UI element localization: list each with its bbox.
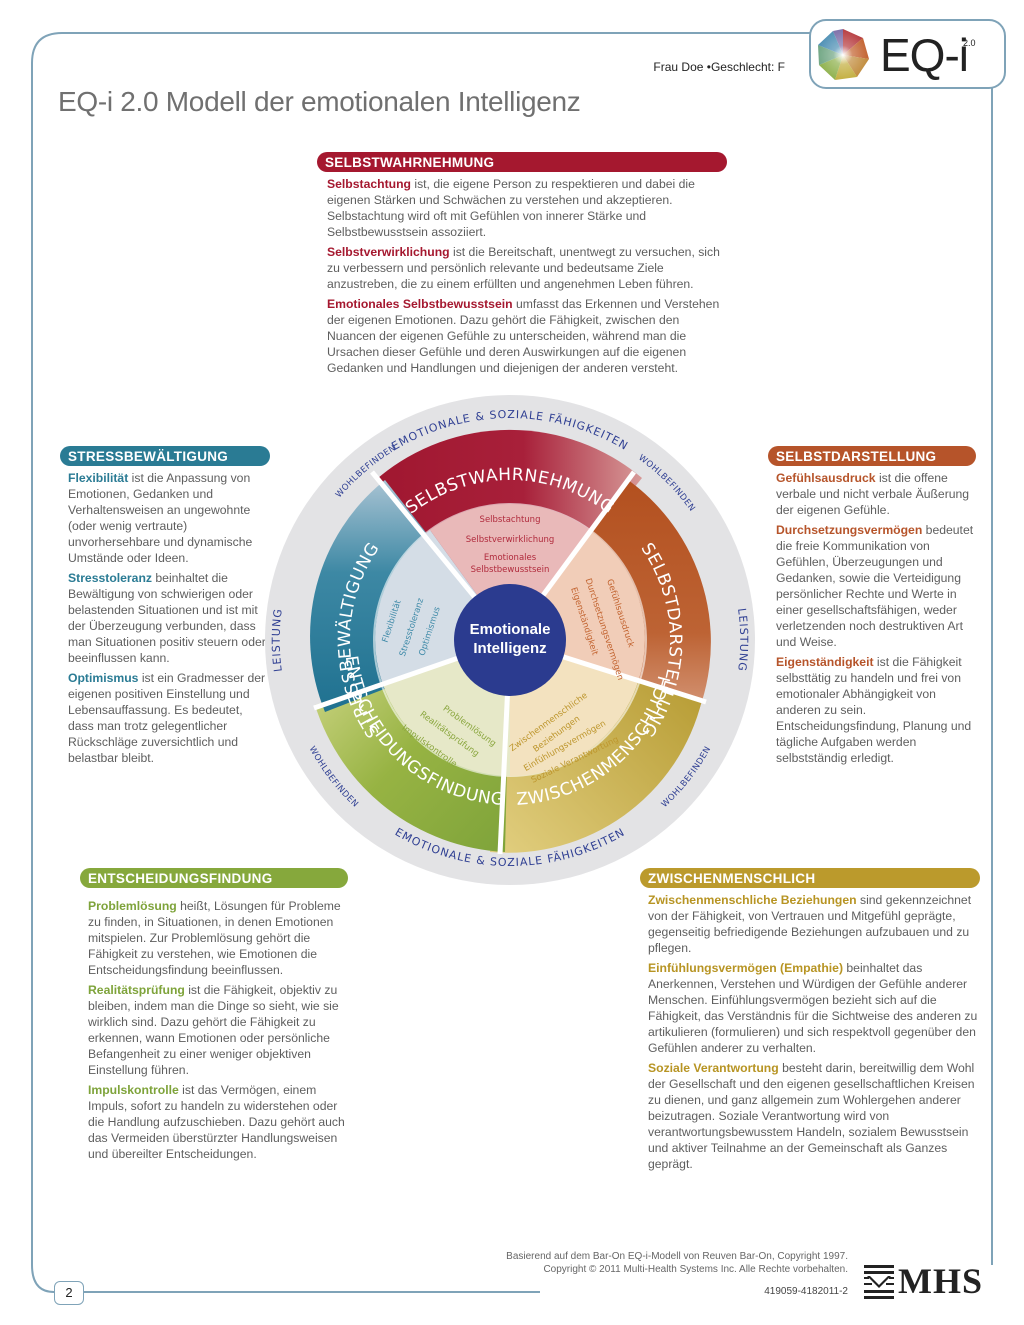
eqi-logo-text: EQ-i	[880, 29, 969, 81]
definition-durchsetzungsvermoegen: Durchsetzungsvermögen bedeutet die freie…	[776, 523, 974, 649]
definition-problemloesung: Problemlösung heißt, Lösungen für Proble…	[88, 899, 341, 977]
mhs-logo: MHS	[864, 1261, 1004, 1301]
definition-selbstachtung: Selbstachtung ist, die eigene Person zu …	[327, 177, 695, 239]
svg-text:LEISTUNG: LEISTUNG	[270, 607, 285, 672]
copyright-notice: Basierend auf dem Bar-On EQ-i-Modell von…	[506, 1251, 848, 1275]
section-selbstwahrnehmung: SELBSTWAHRNEHMUNG Selbstachtung ist, die…	[317, 152, 727, 380]
subscale-selbstverwirklichung: Selbstverwirklichung	[466, 535, 555, 545]
center-label-line2: Intelligenz	[473, 640, 546, 657]
section-zwischenmenschlich: ZWISCHENMENSCHLICH Zwischenmenschliche B…	[640, 868, 980, 1176]
section-header: ENTSCHEIDUNGSFINDUNG	[80, 868, 348, 888]
section-entscheidungsfindung: ENTSCHEIDUNGSFINDUNG Problemlösung heißt…	[80, 868, 348, 1166]
respondent-info: Frau Doe •Geschlecht: F	[653, 60, 785, 74]
document-code: 419059-4182011-2	[764, 1286, 848, 1297]
section-header: SELBSTWAHRNEHMUNG	[317, 152, 727, 172]
inner-wedge-selbstwahrnehmung	[430, 503, 590, 640]
center-circle	[454, 584, 566, 696]
eq-model-wheel: Emotionale Intelligenz SELBSTWAHRNEHMUNG…	[265, 395, 755, 885]
definition-selbstverwirklichung: Selbstverwirklichung ist die Bereitschaf…	[327, 245, 720, 291]
svg-text:LEISTUNG: LEISTUNG	[735, 607, 750, 672]
definition-einfuehlungsvermoegen: Einfühlungsvermögen (Empathie) beinhalte…	[648, 961, 978, 1055]
section-header: SELBSTDARSTELLUNG	[768, 446, 976, 466]
definition-zwischenmenschliche-beziehungen: Zwischenmenschliche Beziehungen sind gek…	[648, 893, 972, 955]
definition-flexibilitaet: Flexibilität ist die Anpassung von Emoti…	[68, 471, 253, 565]
eqi-logo-icon	[816, 28, 870, 82]
section-stressbewaeltigung: STRESSBEWÄLTIGUNG Flexibilität ist die A…	[60, 446, 270, 770]
definition-eigenstaendigkeit: Eigenständigkeit ist die Fähigkeit selbs…	[776, 655, 972, 765]
mhs-logo-text: MHS	[898, 1261, 984, 1301]
page-title: EQ-i 2.0 Modell der emotionalen Intellig…	[58, 86, 581, 117]
definition-emotionales-selbstbewusstsein: Emotionales Selbstbewusstsein umfasst da…	[327, 297, 720, 375]
definition-gefuehlsausdruck: Gefühlsausdruck ist die offene verbale u…	[776, 471, 970, 517]
definition-impulskontrolle: Impulskontrolle ist das Vermögen, einem …	[88, 1083, 345, 1161]
definition-optimismus: Optimismus ist ein Gradmesser der eigene…	[68, 671, 266, 765]
subscale-emotionales: Emotionales	[484, 553, 537, 563]
page-number: 2	[54, 1281, 84, 1305]
definition-soziale-verantwortung: Soziale Verantwortung besteht darin, ber…	[648, 1061, 975, 1171]
subscale-selbstachtung: Selbstachtung	[480, 515, 541, 525]
section-header: STRESSBEWÄLTIGUNG	[60, 446, 270, 466]
subscale-selbstbewusstsein: Selbstbewusstsein	[471, 565, 550, 575]
definition-stresstoleranz: Stresstoleranz beinhaltet die Bewältigun…	[68, 571, 266, 665]
eqi-logo-version: 2.0	[963, 38, 976, 48]
mhs-emblem-icon	[864, 1265, 894, 1299]
center-label-line1: Emotionale	[470, 621, 551, 638]
section-header: ZWISCHENMENSCHLICH	[640, 868, 980, 888]
ring-label-leistung-right: LEISTUNG	[735, 607, 749, 672]
ring-label-leistung-left: LEISTUNG	[270, 607, 284, 672]
section-selbstdarstellung: SELBSTDARSTELLUNG Gefühlsausdruck ist di…	[768, 446, 976, 770]
definition-realitaetspruefung: Realitätsprüfung ist die Fähigkeit, obje…	[88, 983, 339, 1077]
